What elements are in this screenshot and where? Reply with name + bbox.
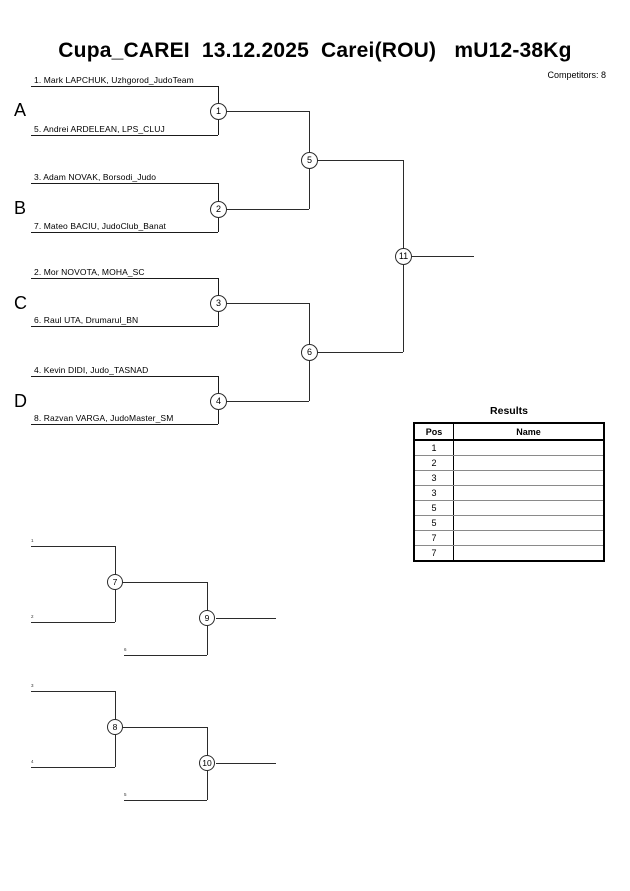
results-name[interactable]	[453, 530, 605, 546]
player-name-5: 2. Mor NOVOTA, MOHA_SC	[34, 267, 145, 277]
repechage-line-6	[124, 655, 207, 656]
match-node-9[interactable]: 9	[199, 610, 215, 626]
results-name[interactable]	[453, 470, 605, 486]
results-pos: 5	[413, 515, 454, 531]
player-name-4: 7. Mateo BACIU, JudoClub_Banat	[34, 221, 166, 231]
results-pos: 2	[413, 455, 454, 471]
link-match-1-to-5	[218, 111, 309, 112]
repechage-winner-line-9	[216, 618, 276, 619]
table-row: 7	[413, 545, 605, 562]
group-letter-b: B	[14, 198, 27, 218]
link-match-5-to-final	[309, 160, 403, 161]
results-header-name: Name	[453, 422, 605, 441]
results-name[interactable]	[453, 455, 605, 471]
match-node-3[interactable]: 3	[210, 295, 227, 312]
results-title: Results	[490, 405, 528, 417]
table-row: 5	[413, 515, 605, 531]
seed-line-6	[31, 326, 218, 327]
player-name-6: 6. Raul UTA, Drumarul_BN	[34, 315, 139, 325]
results-header-row: Pos Name	[413, 422, 605, 441]
table-row: 2	[413, 455, 605, 471]
link-match-8-to-10	[115, 727, 207, 728]
results-pos: 3	[413, 485, 454, 501]
winner-line	[412, 256, 474, 257]
results-panel: Results Pos Name 1 2 3	[413, 405, 605, 562]
repechage-winner-line-10	[216, 763, 276, 764]
results-name[interactable]	[453, 439, 605, 456]
match-node-8[interactable]: 8	[107, 719, 123, 735]
match-node-2[interactable]: 2	[210, 201, 227, 218]
results-name[interactable]	[453, 500, 605, 516]
seed-line-5	[31, 278, 218, 279]
match-node-5[interactable]: 5	[301, 152, 318, 169]
repechage-feeder-label-5: 5	[124, 792, 127, 797]
group-letter-a: A	[14, 100, 27, 120]
match-node-11[interactable]: 11	[395, 248, 412, 265]
player-name-7: 4. Kevin DIDI, Judo_TASNAD	[34, 365, 149, 375]
repechage-feeder-label-6: 6	[124, 647, 127, 652]
group-letter-c: C	[14, 293, 27, 313]
results-name[interactable]	[453, 485, 605, 501]
group-letter-d: D	[14, 391, 27, 411]
match-node-4[interactable]: 4	[210, 393, 227, 410]
seed-line-1	[31, 86, 218, 87]
repechage-line-3	[31, 691, 115, 692]
page-title: Cupa_CAREI 13.12.2025 Carei(ROU) mU12-38…	[58, 39, 572, 62]
match-node-7[interactable]: 7	[107, 574, 123, 590]
repechage-feeder-label-4: 4	[31, 759, 34, 764]
match-node-1[interactable]: 1	[210, 103, 227, 120]
results-pos: 7	[413, 545, 454, 562]
seed-line-2	[31, 135, 218, 136]
results-pos: 3	[413, 470, 454, 486]
player-name-2: 5. Andrei ARDELEAN, LPS_CLUJ	[34, 124, 165, 134]
seed-line-4	[31, 232, 218, 233]
results-pos: 5	[413, 500, 454, 516]
match-node-10[interactable]: 10	[199, 755, 215, 771]
results-header-pos: Pos	[413, 422, 454, 441]
results-table: Pos Name 1 2 3 3	[413, 422, 605, 562]
match-node-6[interactable]: 6	[301, 344, 318, 361]
seed-line-7	[31, 376, 218, 377]
repechage-line-2	[31, 622, 115, 623]
repechage-feeder-label-2: 2	[31, 614, 34, 619]
repechage-line-1	[31, 546, 115, 547]
table-row: 3	[413, 470, 605, 486]
player-name-3: 3. Adam NOVAK, Borsodi_Judo	[34, 172, 157, 182]
link-match-6-to-final	[309, 352, 403, 353]
table-row: 1	[413, 439, 605, 456]
results-pos: 1	[413, 439, 454, 456]
repechage-line-5	[124, 800, 207, 801]
repechage-line-4	[31, 767, 115, 768]
link-match-4-to-6	[218, 401, 309, 402]
competitors-count: Competitors: 8	[547, 70, 606, 80]
player-name-1: 1. Mark LAPCHUK, Uzhgorod_JudoTeam	[34, 75, 194, 85]
repechage-feeder-label-1: 1	[31, 538, 34, 543]
results-name[interactable]	[453, 545, 605, 562]
link-match-2-to-5	[218, 209, 309, 210]
seed-line-3	[31, 183, 218, 184]
player-name-8: 8. Razvan VARGA, JudoMaster_SM	[34, 413, 174, 423]
table-row: 7	[413, 530, 605, 546]
table-row: 5	[413, 500, 605, 516]
repechage-feeder-label-3: 3	[31, 683, 34, 688]
table-row: 3	[413, 485, 605, 501]
link-match-3-to-6	[218, 303, 309, 304]
results-pos: 7	[413, 530, 454, 546]
results-name[interactable]	[453, 515, 605, 531]
seed-line-8	[31, 424, 218, 425]
link-match-7-to-9	[115, 582, 207, 583]
results-body: 1 2 3 3 5	[413, 439, 605, 562]
